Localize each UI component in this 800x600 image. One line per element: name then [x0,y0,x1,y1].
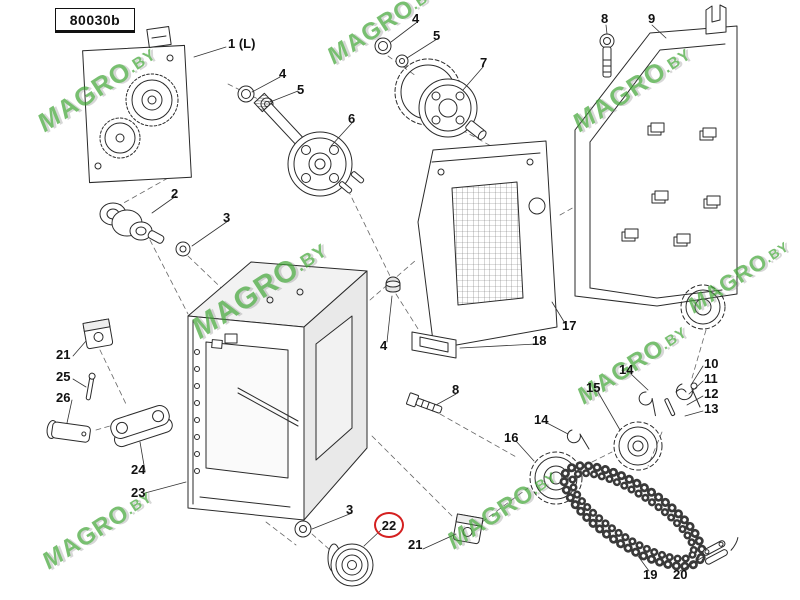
part-label-1L: 1 (L) [228,36,256,51]
part-label-6: 6 [348,111,356,126]
part-label-26: 26 [56,390,71,405]
part-label-4c: 4 [380,338,388,353]
part-label-3a: 3 [223,210,231,225]
drawing-code: 80030b [69,11,121,28]
part-label-18: 18 [532,333,547,348]
part-label-24: 24 [131,462,146,477]
part-18-bracket [411,331,457,359]
part-label-5a: 5 [297,82,305,97]
part-25-pin [85,372,96,401]
part-21-block-right [452,513,484,545]
part-8-bolt-top [599,33,615,78]
part-23-frame [187,261,368,521]
part-label-17: 17 [562,318,577,333]
part-label-22: 22 [381,517,397,533]
part-label-8a: 8 [601,11,609,26]
part-22-roller-wheel [327,543,374,587]
part-label-9: 9 [648,11,656,26]
part-label-7: 7 [480,55,488,70]
part-26-pin [46,420,91,443]
part-label-14b: 14 [619,362,634,377]
part-24-link [110,405,173,448]
drawing-code-box: 80030b [55,8,135,33]
part-15-sprocket [613,421,663,471]
part-label-23: 23 [131,485,146,500]
part-label-3b: 3 [346,502,354,517]
part-label-21b: 21 [408,537,423,552]
part-label-22-highlight: 22 [374,512,404,538]
part-label-5b: 5 [433,28,441,43]
part-label-16: 16 [504,430,519,445]
part-21-block-left [82,318,114,350]
leader-lines [66,22,704,572]
part-label-8b: 8 [452,382,460,397]
part-17-panel [417,140,558,350]
sprocket-right [680,284,726,330]
part-label-14a: 14 [534,412,549,427]
part-14-clip-left [566,429,590,450]
part-6-hub-shaft [253,92,365,197]
part-label-19: 19 [643,567,658,582]
part-3-washer-upper [175,241,191,257]
part-label-11: 11 [704,371,718,386]
part-label-15: 15 [586,380,601,395]
part-16-sprocket [529,451,583,505]
part-20-chain-links [702,537,739,565]
part-label-20: 20 [673,567,688,582]
part-14-clip-right [638,391,656,417]
part-9-panel [574,4,738,307]
part-7-gear-hub [394,58,487,140]
part-2-roller [99,202,165,244]
part-1-gearbox-assembly [82,26,192,184]
part-5-washer-top [395,54,409,68]
part-label-4a: 4 [279,66,287,81]
part-label-4b: 4 [412,11,420,26]
part-10-13-fasteners [664,382,701,417]
part-label-2: 2 [171,186,179,201]
part-4-cap [385,276,401,293]
part-8-bolt-mid [406,392,443,414]
part-label-12: 12 [704,386,719,401]
part-label-21a: 21 [56,347,71,362]
part-label-13: 13 [704,401,719,416]
part-4-nut-top [374,37,392,55]
part-label-10: 10 [704,356,719,371]
part-3-washer-lower [294,520,312,538]
part-19-chain [559,461,707,571]
part-4-nut-left [237,85,255,103]
part-label-25: 25 [56,369,71,384]
